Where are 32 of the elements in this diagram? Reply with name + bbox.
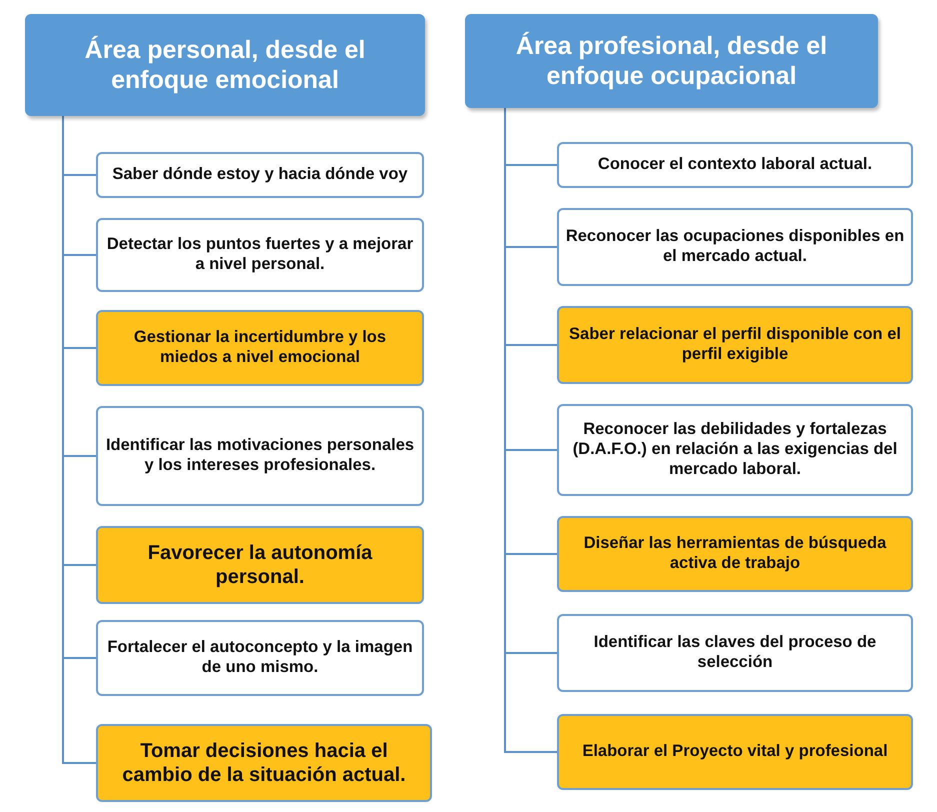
goal-box [557, 614, 913, 692]
goal-box [96, 218, 424, 292]
highlighted-goal-box [557, 306, 913, 384]
goal-text: Identificar las motivaciones personales y los intereses profesionales. [104, 436, 416, 476]
goal-text: Fortalecer el autoconcepto y la imagen de uno mismo. [106, 638, 414, 678]
highlighted-goal-box [557, 516, 913, 592]
goal-text: Reconocer las ocupaciones disponibles en el mercado actual. [565, 227, 905, 267]
highlighted-goal-box [557, 714, 913, 790]
goal-box [96, 620, 424, 696]
goal-box [557, 208, 913, 286]
highlighted-goal-box [96, 310, 424, 386]
goal-text: Conocer el contexto laboral actual. [598, 155, 872, 175]
header-text: Área profesional, desde el enfoque ocupacional [514, 31, 828, 91]
highlighted-goal-box [96, 526, 424, 604]
header-box [465, 14, 878, 108]
goal-box [96, 152, 424, 198]
goal-text: Saber relacionar el perfil disponible con el perfil exigible [568, 325, 902, 365]
goal-box [557, 404, 913, 496]
goal-text: Saber dónde estoy y hacia dónde voy [112, 165, 408, 185]
goal-text: Tomar decisiones hacia el cambio de la situación actual. [121, 739, 407, 787]
goal-text: Diseñar las herramientas de búsqueda activa de trabajo [582, 534, 888, 574]
goal-text: Favorecer la autonomía personal. [146, 541, 374, 589]
goal-text: Gestionar la incertidumbre y los miedos a nivel emocional [132, 328, 388, 368]
goal-text: Identificar las claves del proceso de selección [592, 633, 878, 673]
goal-box [96, 406, 424, 506]
header-text: Área personal, desde el enfoque emocional [84, 35, 366, 95]
goal-text: Reconocer las debilidades y fortalezas (D.A.F.O.) en relación a las exigencias del mercado laboral. [572, 420, 898, 480]
goal-text: Detectar los puntos fuertes y a mejorar a nivel personal. [106, 235, 414, 275]
highlighted-goal-box [96, 724, 432, 802]
goal-box [557, 142, 913, 188]
goal-text: Elaborar el Proyecto vital y profesional [582, 742, 888, 762]
header-box [25, 14, 425, 116]
